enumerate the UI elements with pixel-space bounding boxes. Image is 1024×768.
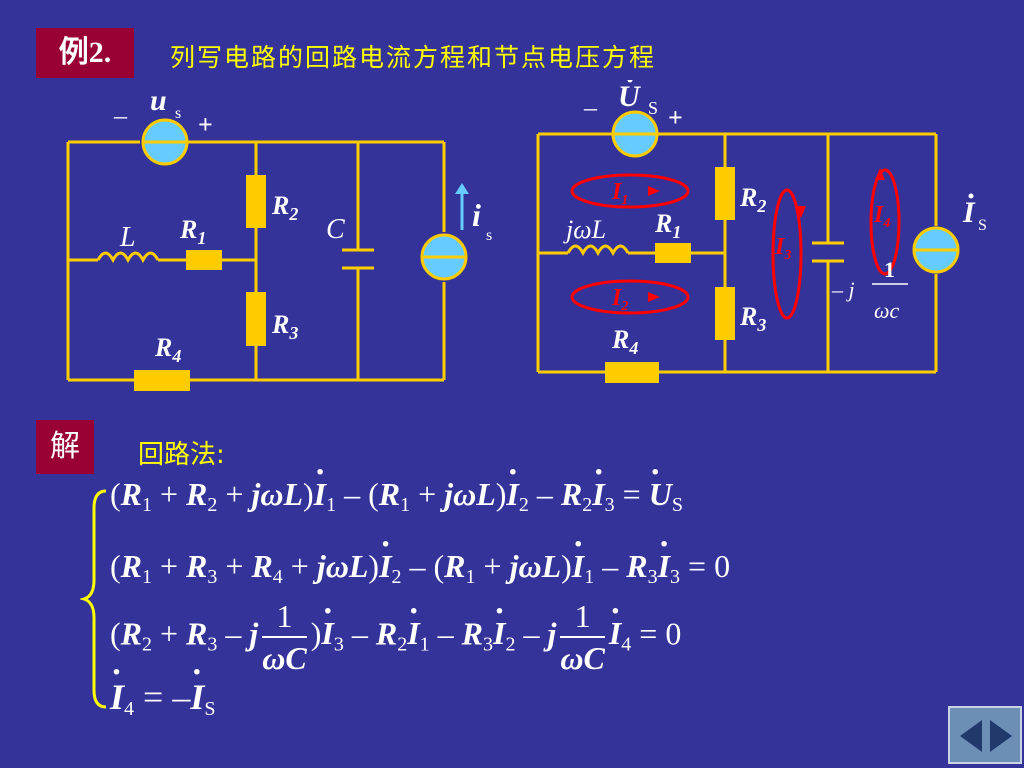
c1-source-u-label: u	[150, 84, 167, 117]
loop-3-icon	[771, 188, 803, 320]
circuit-diagram-2: – + U S jωL R1 R2 R3 R4 1 – j ωc I S I1 …	[536, 80, 987, 383]
c1-r4-label: R4	[154, 333, 181, 366]
c1-current-i-label: i	[472, 197, 481, 233]
resistor-r1	[186, 250, 222, 270]
c1-current-i-sub: s	[486, 227, 492, 244]
loop-1-icon	[570, 173, 690, 209]
c1-plus-label: +	[198, 110, 213, 139]
c1-capacitor-label: C	[326, 214, 345, 245]
c2-r4-label: R4	[611, 325, 638, 358]
c2-r2-label: R2	[739, 183, 766, 216]
circuit-diagram-1: – + u s L R1 R2 R3 R4 C i s	[66, 84, 492, 391]
resistor-r2	[246, 175, 266, 228]
page-title: 列写电路的回路电流方程和节点电压方程	[170, 43, 657, 72]
c2-current-label: I	[962, 196, 976, 229]
resistor-r3	[246, 292, 266, 346]
c1-minus-label: –	[113, 101, 128, 130]
c1-inductor-label: L	[119, 222, 136, 253]
next-slide-icon[interactable]	[990, 720, 1012, 752]
c2-minus-label: –	[583, 93, 598, 122]
c2-cap-num: 1	[884, 257, 895, 282]
loop-4-icon	[869, 168, 901, 276]
c1-r3-label: R3	[271, 310, 298, 343]
c2-inductor-label: jωL	[563, 215, 606, 244]
loop-1-label: I1	[611, 179, 628, 208]
method-label: 回路法:	[138, 440, 225, 470]
loop-2-label: I2	[611, 285, 628, 314]
c2-plus-label: +	[668, 103, 683, 132]
c2-r1-label: R1	[654, 209, 681, 242]
c1-r1-label: R1	[179, 215, 206, 248]
resistor-r4	[134, 370, 190, 391]
c1-r2-label: R2	[271, 191, 298, 224]
equation-2: (R1 + R3 + R4 + jωL)I2 – (R1 + jωL)I1 – …	[110, 526, 730, 589]
loop-4-label: I4	[873, 202, 890, 231]
brace-icon	[80, 489, 107, 709]
equation-1: (R1 + R2 + jωL)I1 – (R1 + jωL)I2 – R2I3 …	[110, 454, 683, 517]
loop-2-icon	[570, 279, 690, 315]
c1-source-u-sub: s	[175, 105, 181, 122]
equation-4: I4 = –IS	[110, 654, 215, 721]
c2-source-u-label: U	[618, 80, 641, 113]
c2-cap-den: ωc	[874, 298, 900, 323]
solution-tag: 解	[36, 420, 94, 474]
c2-current-sub: S	[978, 217, 987, 234]
slide-navigation[interactable]	[948, 706, 1022, 764]
c2-cap-prefix: – j	[831, 277, 855, 302]
example-tag: 例2.	[36, 28, 134, 78]
c2-source-u-sub: S	[648, 98, 658, 118]
previous-slide-icon[interactable]	[960, 720, 982, 752]
c2-r3-label: R3	[739, 302, 766, 335]
loop-3-label: I3	[774, 234, 791, 263]
